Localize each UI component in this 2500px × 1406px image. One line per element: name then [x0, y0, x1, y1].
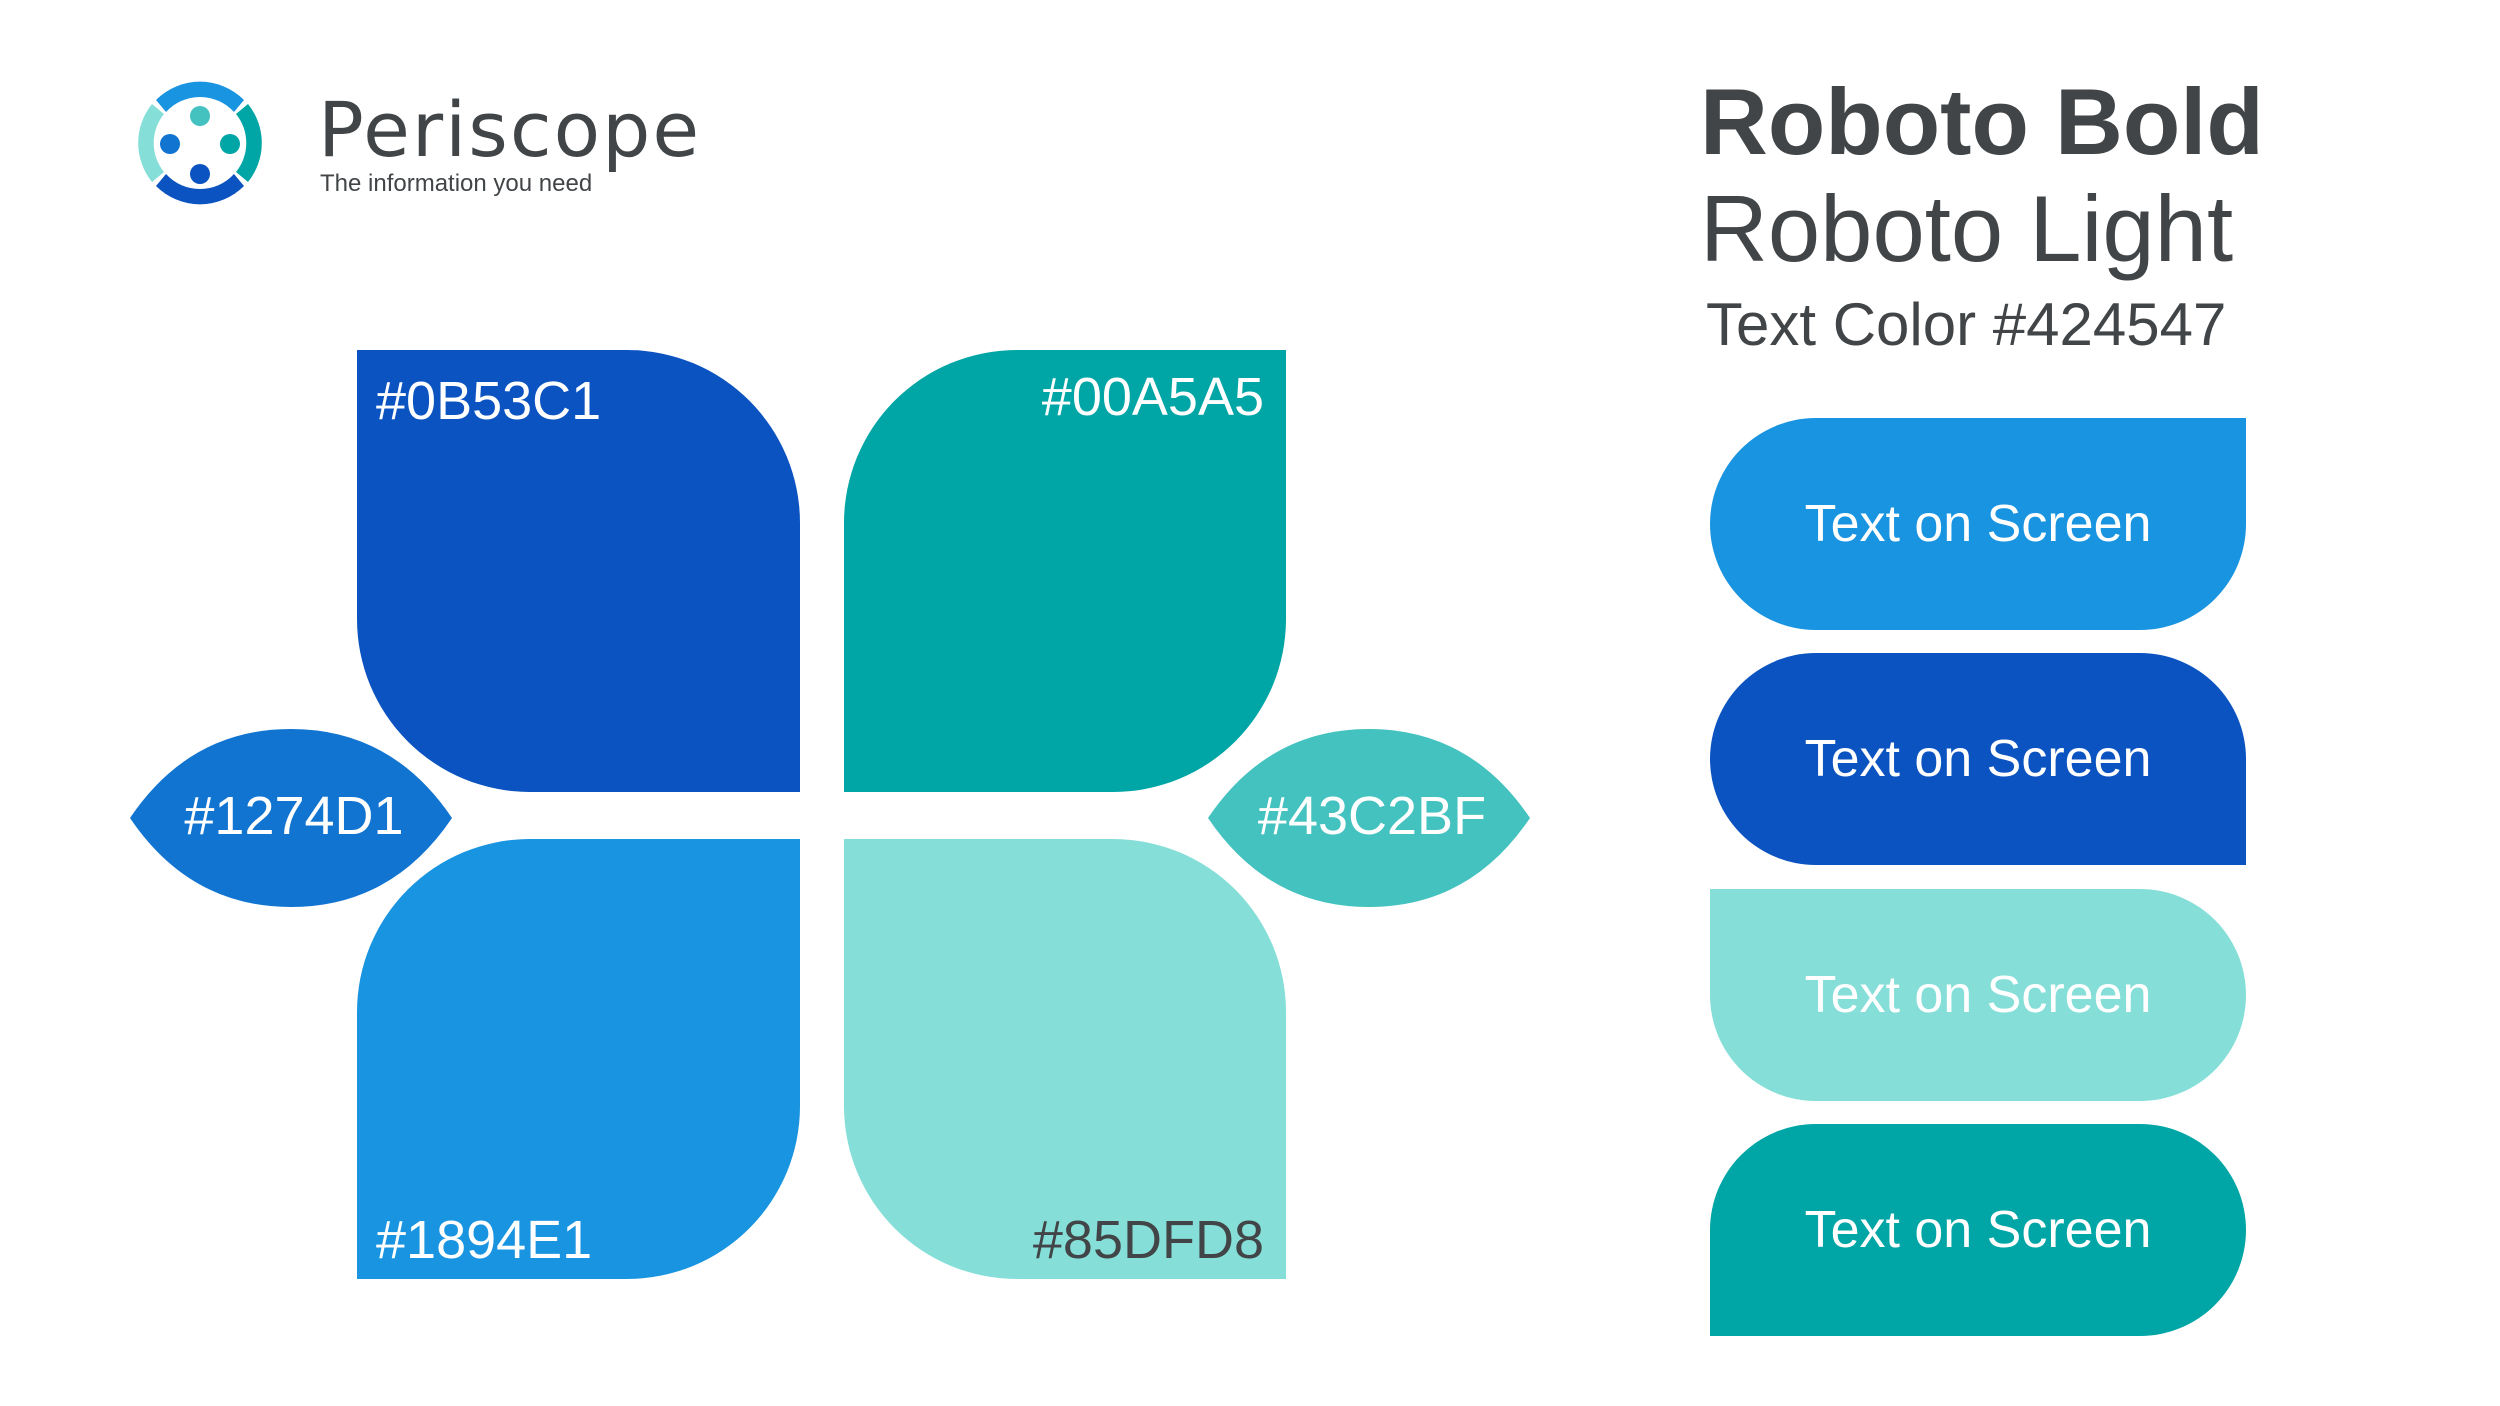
hex-label-leaf-left: #1274D1	[184, 786, 404, 846]
swatch-petal-top-left	[357, 350, 800, 792]
sample-button-3[interactable]: Text on Screen	[1710, 889, 2246, 1101]
logo-ring-right	[236, 104, 262, 182]
swatch-petal-top-right	[844, 350, 1286, 792]
logo-dot-left	[160, 134, 180, 154]
logo-ring-bottom	[156, 174, 244, 205]
sample-button-4-label: Text on Screen	[1804, 1201, 2152, 1259]
hex-label-bottom-left: #1894E1	[376, 1210, 593, 1270]
sample-button-1[interactable]: Text on Screen	[1710, 418, 2246, 630]
leaf-left-shape	[130, 729, 452, 907]
sample-button-2[interactable]: Text on Screen	[1710, 653, 2246, 865]
logo-ring-top	[156, 81, 244, 112]
swatch-petal-bottom-right	[844, 839, 1286, 1279]
sample-button-4[interactable]: Text on Screen	[1710, 1124, 2246, 1336]
font-sample-bold: Roboto Bold	[1700, 69, 2264, 174]
hex-label-bottom-right: #85DFD8	[1032, 1210, 1264, 1270]
sample-button-1-label: Text on Screen	[1804, 495, 2152, 553]
logo-dot-top	[190, 106, 210, 126]
swatch-petal-bottom-left	[357, 839, 800, 1279]
hex-label-top-left: #0B53C1	[376, 371, 602, 431]
logo-dot-right	[220, 134, 240, 154]
periscope-logo-icon	[138, 81, 262, 205]
sample-button-2-label: Text on Screen	[1804, 730, 2152, 788]
swatch-leaf-left	[130, 729, 452, 907]
swatch-leaf-right	[1208, 729, 1530, 907]
logo-dot-bottom	[190, 164, 210, 184]
logo-ring-left	[138, 104, 164, 182]
brand-tagline: The information you need	[320, 170, 593, 197]
leaf-right-shape	[1208, 729, 1530, 907]
font-sample-light: Roboto Light	[1700, 176, 2234, 281]
text-color-label: Text Color #424547	[1706, 291, 2227, 358]
sample-button-3-label: Text on Screen	[1804, 966, 2152, 1024]
brand-name: Periscope	[318, 85, 702, 174]
hex-label-leaf-right: #43C2BF	[1257, 786, 1487, 846]
hex-label-top-right: #00A5A5	[1041, 367, 1264, 427]
